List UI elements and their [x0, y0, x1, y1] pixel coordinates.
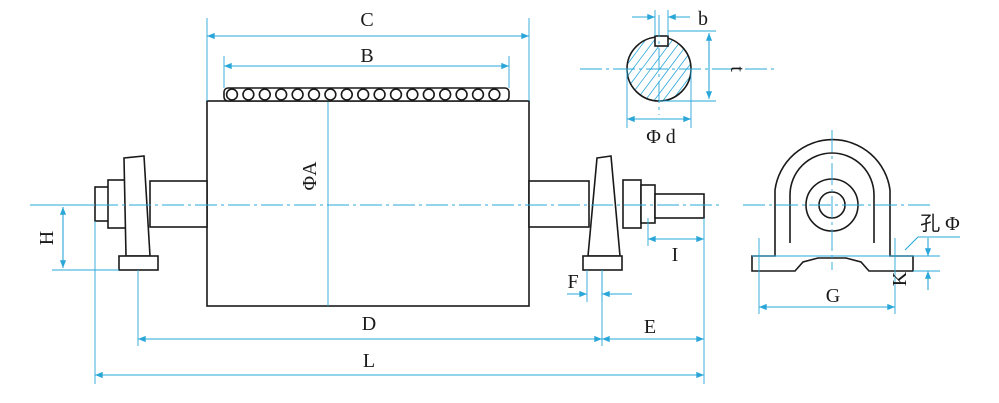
lagging-circle — [340, 88, 353, 101]
label-G: G — [826, 285, 840, 307]
section-hatch-line — [673, 37, 691, 101]
label-phiA: ΦA — [299, 161, 321, 191]
label-I: I — [672, 244, 679, 266]
drum-body — [206, 100, 530, 307]
lagging-circle — [406, 88, 419, 101]
housing-inner-contour — [789, 152, 875, 243]
right-shaft — [528, 180, 590, 228]
lagging-circle — [455, 88, 468, 101]
lagging-circle — [258, 88, 271, 101]
left-pedestal — [123, 155, 151, 257]
label-t: t — [726, 66, 748, 72]
label-E: E — [644, 316, 656, 338]
left-collar — [107, 179, 127, 229]
label-D: D — [362, 313, 376, 335]
lagging-circle — [275, 88, 288, 101]
right-pedestal — [587, 155, 621, 257]
bearing-housing-view — [743, 130, 960, 314]
label-H: H — [36, 231, 58, 245]
left-pedestal-base — [118, 255, 159, 271]
label-C: C — [360, 9, 373, 31]
lagging-circle — [422, 88, 435, 101]
lagging-circle — [373, 88, 386, 101]
right-shaft-step — [640, 184, 656, 224]
lagging-circle — [242, 88, 255, 101]
roller-side-view — [30, 87, 720, 307]
right-pedestal-base — [582, 255, 623, 271]
lagging-circle — [225, 88, 239, 101]
lagging-strip — [223, 87, 510, 102]
lagging-circle — [439, 88, 452, 101]
left-shaft — [149, 180, 208, 228]
section-hatch-line — [627, 37, 654, 101]
hole-leader — [904, 236, 919, 251]
label-B: B — [360, 45, 373, 67]
right-shaft-end — [654, 193, 705, 219]
label-F: F — [567, 271, 578, 293]
keyway — [654, 35, 669, 47]
label-b: b — [698, 8, 708, 30]
label-phid: Φ d — [646, 126, 676, 148]
section-hatch-line — [627, 37, 663, 101]
lagging-circle — [488, 88, 501, 101]
label-K: K — [889, 271, 911, 286]
lagging-circle — [389, 88, 403, 101]
lagging-circle — [324, 88, 337, 101]
label-hole: 孔 Φ — [920, 212, 960, 235]
section-hatch-line — [627, 37, 645, 101]
lagging-circle — [471, 88, 485, 101]
section-hatch-line — [646, 37, 691, 101]
dimension-lines — [52, 18, 705, 384]
lagging-circle — [357, 88, 370, 101]
right-collar — [622, 179, 642, 229]
lagging-circle — [291, 88, 304, 101]
label-L: L — [363, 350, 375, 372]
dimension-labels: C B ΦA H D L E F I b t Φ d G K 孔 Φ — [36, 8, 960, 372]
lagging-circle — [307, 88, 321, 101]
section-hatch-line — [655, 37, 691, 101]
